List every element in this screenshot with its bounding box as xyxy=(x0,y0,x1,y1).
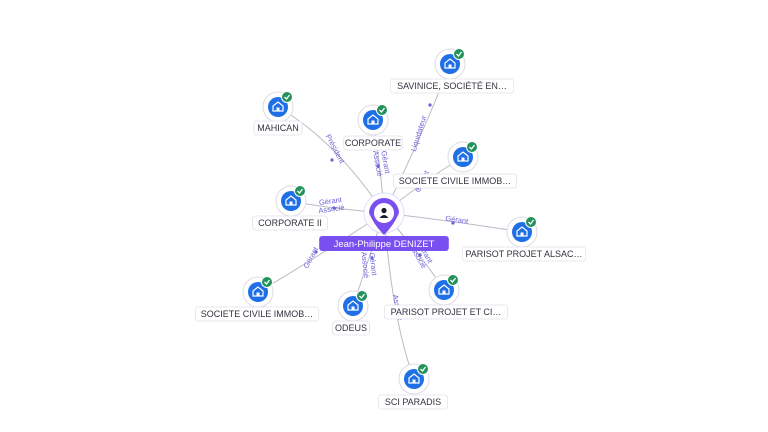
company-icon xyxy=(404,369,424,389)
edge-label-savinice: Liquidateur xyxy=(409,114,429,153)
company-icon xyxy=(453,147,473,167)
edge-arrow-corporate xyxy=(376,164,380,168)
building-icon xyxy=(457,151,469,162)
company-label: ODEUS xyxy=(332,320,370,336)
company-label: SAVINICE, SOCIÉTÉ EN… xyxy=(389,78,515,94)
edge-arrow-odeus xyxy=(370,256,374,260)
company-label: CORPORATE II xyxy=(252,215,328,231)
verified-check-badge xyxy=(447,274,459,286)
check-icon xyxy=(469,144,476,150)
company-node-sci-paradis[interactable]: SCI PARADIS xyxy=(377,363,449,410)
check-icon xyxy=(264,279,271,285)
building-icon xyxy=(367,114,379,125)
check-icon xyxy=(420,366,427,372)
svg-text:ODEUS: ODEUS xyxy=(335,323,367,333)
building-icon xyxy=(516,226,528,237)
company-node-mahican[interactable]: MAHICAN xyxy=(253,91,303,136)
check-icon xyxy=(379,107,386,113)
edge-arrow-savinice xyxy=(428,103,432,107)
company-node-corporate-ii[interactable]: CORPORATE II xyxy=(252,185,328,231)
building-icon xyxy=(347,300,359,311)
check-icon xyxy=(450,277,457,283)
company-icon xyxy=(281,191,301,211)
building-icon xyxy=(408,373,420,384)
verified-check-badge xyxy=(466,141,478,153)
company-icon xyxy=(248,282,268,302)
edge-label-odeus: GérantAssocié xyxy=(359,251,379,279)
building-icon xyxy=(252,286,264,297)
edge-arrow-parisot-ci xyxy=(418,253,422,257)
check-icon xyxy=(297,188,304,194)
verified-check-badge xyxy=(453,48,465,60)
check-icon xyxy=(528,219,535,225)
edge-arrow-parisot-alsace xyxy=(451,221,455,225)
edge-label-corporate: GérantAssocié xyxy=(371,148,392,177)
building-icon xyxy=(272,101,284,112)
svg-text:SAVINICE, SOCIÉTÉ EN…: SAVINICE, SOCIÉTÉ EN… xyxy=(397,81,507,91)
building-icon xyxy=(285,195,297,206)
company-node-odeus[interactable]: ODEUS xyxy=(332,290,370,336)
svg-text:SCI PARADIS: SCI PARADIS xyxy=(385,397,441,407)
person-icon xyxy=(379,207,389,218)
check-icon xyxy=(284,94,291,100)
verified-check-badge xyxy=(376,104,388,116)
svg-text:SOCIETE CIVILE IMMOB…: SOCIETE CIVILE IMMOB… xyxy=(399,176,512,186)
company-node-corporate[interactable]: CORPORATE xyxy=(343,104,403,151)
edge-arrow-sci-immob-2 xyxy=(314,250,318,254)
company-label: PARISOT PROJET ALSAC… xyxy=(461,246,587,262)
edge-label-sci-immob-2: Gérant xyxy=(301,245,320,270)
svg-text:CORPORATE II: CORPORATE II xyxy=(258,218,322,228)
company-node-sci-immob-2[interactable]: SOCIETE CIVILE IMMOB… xyxy=(194,276,320,322)
verified-check-badge xyxy=(294,185,306,197)
company-icon xyxy=(268,97,288,117)
company-icon xyxy=(512,222,532,242)
building-icon xyxy=(444,58,456,69)
svg-text:MAHICAN: MAHICAN xyxy=(257,123,299,133)
edge-arrow-mahican xyxy=(330,158,334,162)
verified-check-badge xyxy=(417,363,429,375)
company-label: SOCIETE CIVILE IMMOB… xyxy=(194,306,320,322)
nodes-layer: SAVINICE, SOCIÉTÉ EN… MAHICAN CORPORATE SOC… xyxy=(194,48,587,410)
company-node-sci-immob-1[interactable]: SOCIETE CIVILE IMMOB… xyxy=(392,141,518,189)
center-person-node[interactable]: Jean-Philippe DENIZET xyxy=(319,192,449,251)
company-label: MAHICAN xyxy=(253,120,303,136)
edge-arrow-corporate-ii xyxy=(332,206,336,210)
person-label: Jean-Philippe DENIZET xyxy=(334,239,435,250)
building-icon xyxy=(438,284,450,295)
verified-check-badge xyxy=(356,290,368,302)
edge-label-parisot-alsace: Gérant xyxy=(445,214,470,226)
svg-text:SOCIETE CIVILE IMMOB…: SOCIETE CIVILE IMMOB… xyxy=(201,309,314,319)
check-icon xyxy=(456,51,463,57)
check-icon xyxy=(359,293,366,299)
edge-label-corporate-ii: GérantAssocié xyxy=(317,195,345,215)
company-icon xyxy=(434,280,454,300)
verified-check-badge xyxy=(261,276,273,288)
svg-text:PARISOT PROJET ET CI…: PARISOT PROJET ET CI… xyxy=(391,307,502,317)
company-label: SCI PARADIS xyxy=(377,394,449,410)
company-node-parisot-ci[interactable]: PARISOT PROJET ET CI… xyxy=(383,274,509,320)
svg-text:PARISOT PROJET ALSAC…: PARISOT PROJET ALSAC… xyxy=(465,249,582,259)
company-label: PARISOT PROJET ET CI… xyxy=(383,304,509,320)
company-label: CORPORATE xyxy=(343,135,403,151)
svg-text:CORPORATE: CORPORATE xyxy=(345,138,401,148)
company-node-savinice[interactable]: SAVINICE, SOCIÉTÉ EN… xyxy=(389,48,515,94)
company-node-parisot-alsace[interactable]: PARISOT PROJET ALSAC… xyxy=(461,216,587,262)
company-label: SOCIETE CIVILE IMMOB… xyxy=(392,173,518,189)
company-icon xyxy=(440,54,460,74)
verified-check-badge xyxy=(525,216,537,228)
person-label-pill xyxy=(319,236,449,251)
verified-check-badge xyxy=(281,91,293,103)
company-icon xyxy=(363,110,383,130)
company-icon xyxy=(343,296,363,316)
